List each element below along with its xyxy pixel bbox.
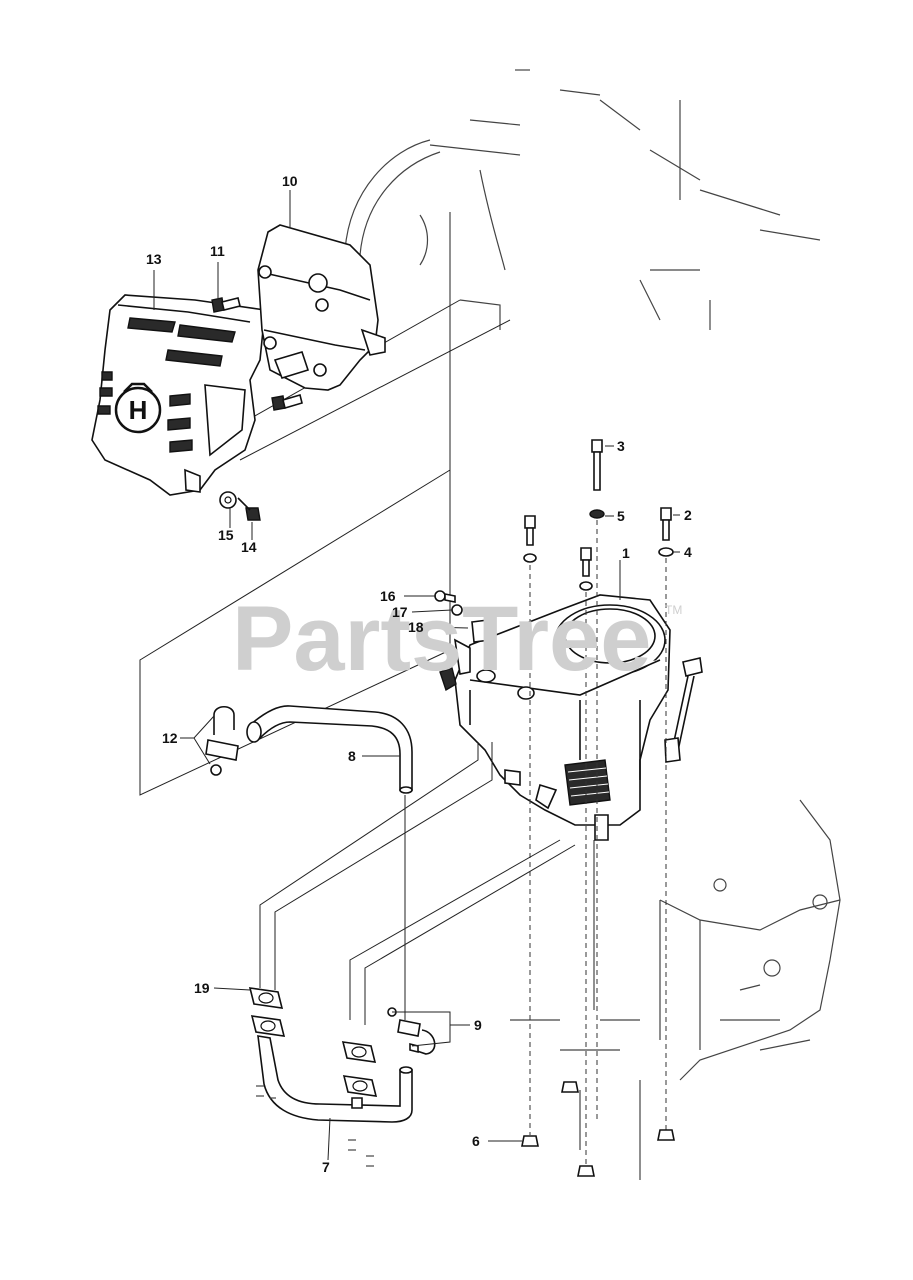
washer-4[interactable]	[658, 547, 674, 557]
callout-2: 2	[684, 507, 692, 523]
callout-17: 17	[392, 604, 408, 620]
callout-16: 16	[380, 588, 396, 604]
washer-5[interactable]	[589, 509, 605, 519]
clamp-12[interactable]	[205, 705, 239, 776]
bolt-11b[interactable]	[271, 393, 303, 411]
nut-6b[interactable]	[577, 1165, 595, 1177]
callout-10: 10	[282, 173, 298, 189]
muffler[interactable]	[257, 224, 386, 391]
bolt-14[interactable]	[237, 497, 261, 521]
callout-5: 5	[617, 508, 625, 524]
watermark-trademark: TM	[665, 603, 682, 617]
bolt-left[interactable]	[523, 515, 537, 563]
bolt-2[interactable]	[660, 507, 672, 541]
watermark: PartsTree	[232, 588, 651, 690]
heat-shield[interactable]: H	[91, 294, 266, 496]
bolt-3[interactable]	[591, 439, 603, 491]
callout-19: 19	[194, 980, 210, 996]
nut-6[interactable]	[521, 1135, 539, 1147]
nut-6c[interactable]	[657, 1129, 675, 1141]
frame-ghost-top	[344, 69, 821, 330]
callout-1: 1	[622, 545, 630, 561]
leader-lines	[153, 190, 680, 1161]
gasket-19d[interactable]	[342, 1075, 378, 1097]
logo-letter: H	[129, 395, 148, 425]
bolt-11[interactable]	[211, 297, 241, 313]
callout-11: 11	[210, 243, 225, 259]
clamp-9[interactable]	[387, 1007, 436, 1055]
gasket-19b[interactable]	[250, 1015, 286, 1037]
callout-15: 15	[218, 527, 234, 543]
callout-7: 7	[322, 1159, 330, 1175]
bolt-mid[interactable]	[579, 547, 593, 591]
washer-15[interactable]	[219, 491, 237, 509]
callout-3: 3	[617, 438, 625, 454]
callout-12: 12	[162, 730, 178, 746]
gasket-19[interactable]	[248, 987, 284, 1009]
exhaust-pipe-8[interactable]	[246, 705, 413, 1020]
callout-9: 9	[474, 1017, 482, 1033]
assembly-guide-lines	[139, 212, 511, 796]
gasket-19c[interactable]	[341, 1041, 377, 1063]
exhaust-pipe-7[interactable]	[257, 1035, 413, 1123]
nut-6d[interactable]	[561, 1081, 579, 1093]
ghost-marks	[256, 1085, 374, 1167]
logo-mark: H	[114, 382, 162, 434]
bolt-16[interactable]	[434, 590, 456, 603]
callout-4: 4	[684, 544, 692, 560]
callout-13: 13	[146, 251, 162, 267]
engine[interactable]	[439, 594, 703, 841]
exhaust-guide-lines	[259, 742, 595, 1025]
callout-14: 14	[241, 539, 257, 555]
callout-8: 8	[348, 748, 356, 764]
mount-dash-lines	[529, 520, 667, 1165]
spacer-18[interactable]	[471, 619, 491, 643]
callout-18: 18	[408, 619, 424, 635]
frame-ghost-bottom	[510, 799, 841, 1180]
callout-6: 6	[472, 1133, 480, 1149]
